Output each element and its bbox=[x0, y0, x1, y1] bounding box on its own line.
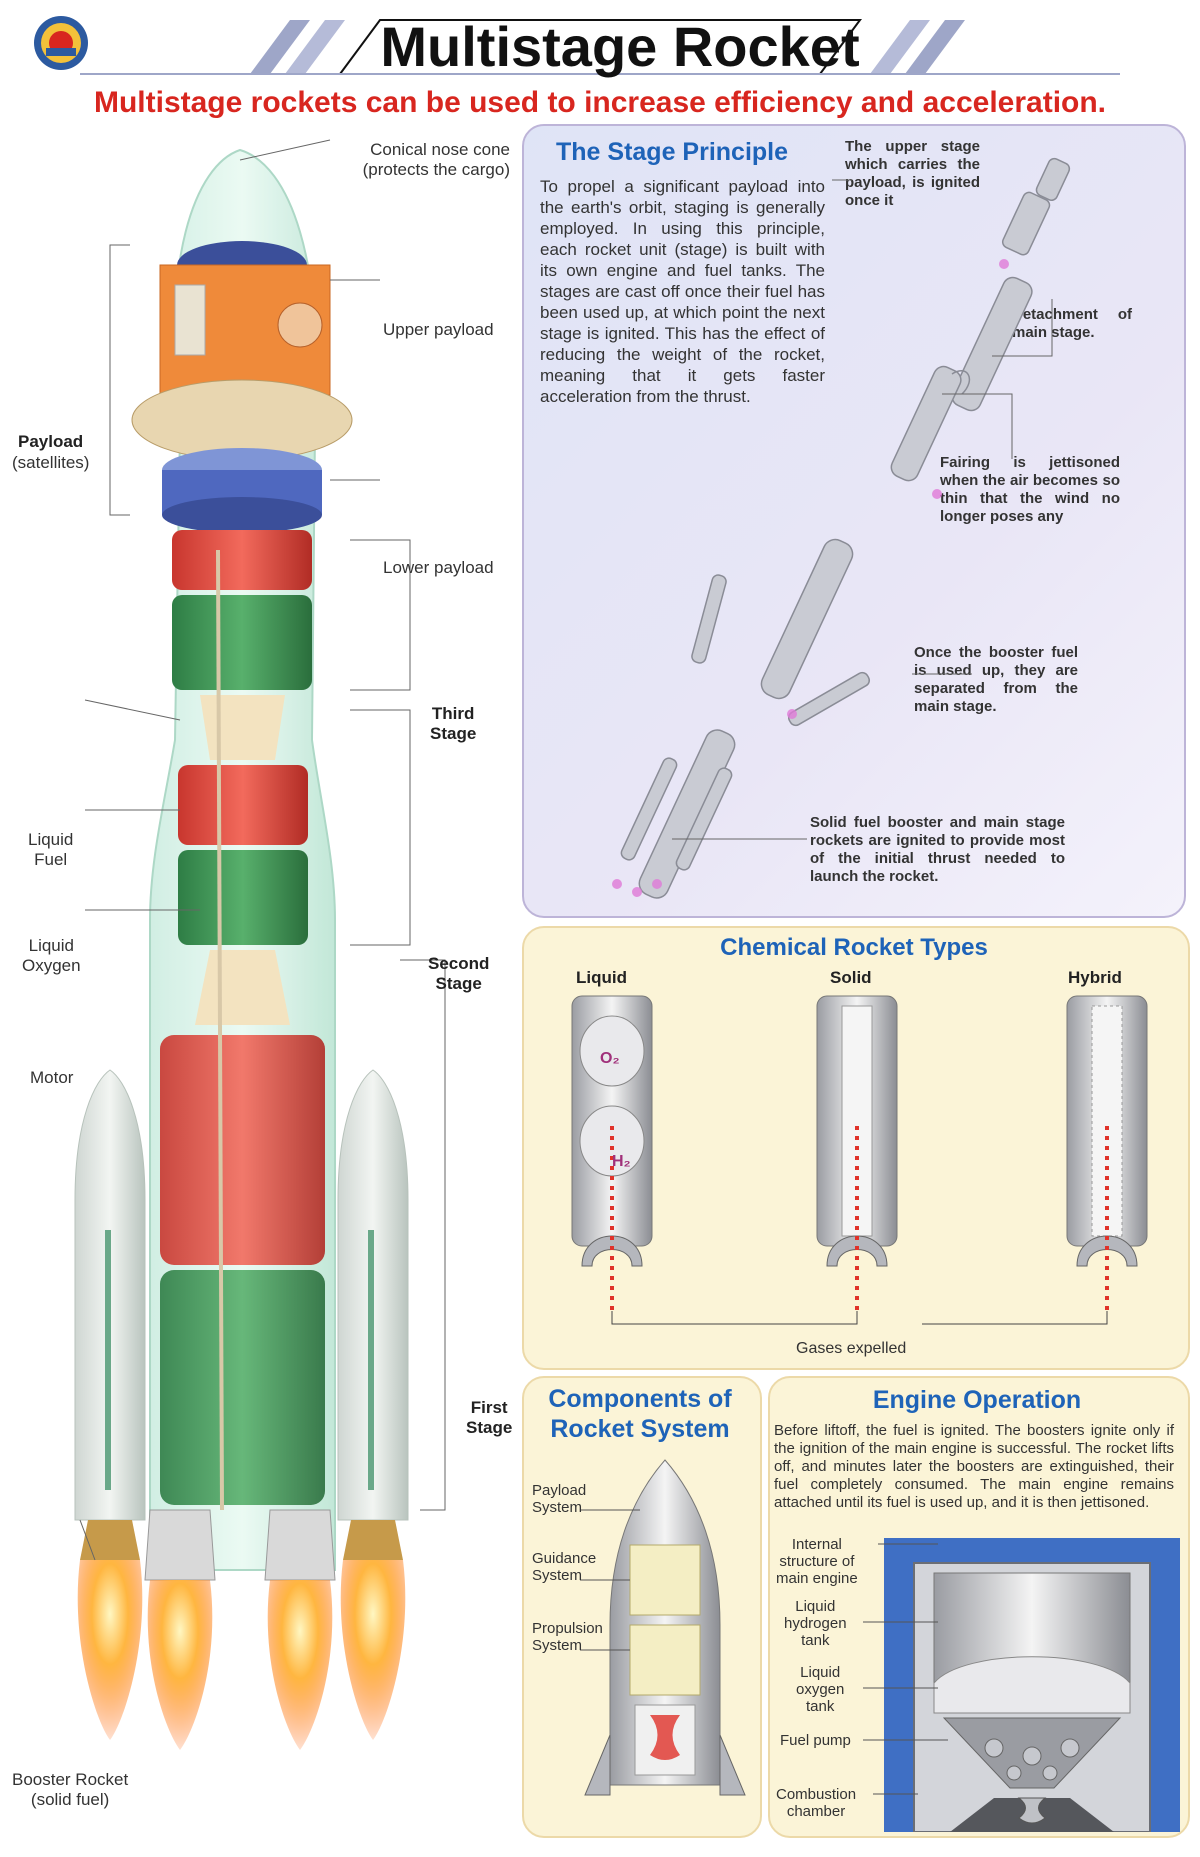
engine-title: Engine Operation bbox=[872, 1386, 1082, 1414]
note-solid-booster: Solid fuel booster and main stage rocket… bbox=[810, 814, 1065, 885]
label-third-stage: Third Stage bbox=[430, 704, 477, 743]
note-detachment: Detachment of main stage. bbox=[1012, 306, 1132, 341]
label-internal-structure: Internal structure of main engine bbox=[776, 1536, 858, 1587]
title-banner-decoration bbox=[80, 19, 1120, 75]
label-guidance-system: Guidance System bbox=[532, 1550, 597, 1584]
label-fuel-pump: Fuel pump bbox=[780, 1732, 851, 1749]
engine-body: Before liftoff, the fuel is ignited. The… bbox=[774, 1422, 1174, 1511]
stage-principle-body: To propel a significant payload into the… bbox=[540, 177, 825, 406]
label-lower-payload: Lower payload bbox=[383, 558, 494, 577]
note-upper-stage: The upper stage which carries the payloa… bbox=[845, 138, 980, 209]
label-booster: Booster Rocket (solid fuel) bbox=[12, 1770, 129, 1809]
label-first-stage: First Stage bbox=[466, 1398, 513, 1437]
components-title: Components of Rocket System bbox=[548, 1385, 732, 1443]
note-fairing: Fairing is jettisoned when the air becom… bbox=[940, 454, 1120, 525]
label-solid: Solid bbox=[830, 968, 872, 987]
rocket-types-title: Chemical Rocket Types bbox=[720, 934, 988, 961]
label-oxygen-tank: Liquid oxygen tank bbox=[796, 1664, 845, 1715]
logo bbox=[32, 14, 90, 72]
label-o2: O₂ bbox=[600, 1050, 620, 1067]
label-propulsion-system: Propulsion System bbox=[532, 1620, 603, 1654]
label-hybrid: Hybrid bbox=[1068, 968, 1122, 987]
rocket-types-illustration bbox=[571, 995, 1148, 1325]
label-gases-expelled: Gases expelled bbox=[796, 1340, 907, 1357]
label-nose-cone: Conical nose cone (protects the cargo) bbox=[362, 140, 510, 179]
engine-leader-lines bbox=[863, 1543, 948, 1795]
note-booster-separation: Once the booster fuel is used up, they a… bbox=[914, 644, 1078, 715]
stage-principle-panel bbox=[522, 124, 1186, 918]
label-hydrogen-tank: Liquid hydrogen tank bbox=[784, 1598, 847, 1649]
label-payload: Payload bbox=[18, 432, 84, 451]
page-subtitle: Multistage rockets can be used to increa… bbox=[93, 86, 1107, 119]
rocket-illustration bbox=[74, 139, 446, 1750]
page-title: Multistage Rocket bbox=[380, 15, 860, 78]
label-payload-system: Payload System bbox=[532, 1482, 587, 1516]
label-liquid: Liquid bbox=[576, 968, 627, 987]
label-second-stage: Second Stage bbox=[428, 954, 490, 993]
label-payload-sub: (satellites) bbox=[12, 453, 90, 472]
stage-principle-title: The Stage Principle bbox=[556, 138, 789, 166]
label-combustion-chamber: Combustion chamber bbox=[776, 1786, 857, 1820]
staging-sequence-illustration bbox=[612, 157, 1071, 899]
label-liquid-fuel: Liquid Fuel bbox=[28, 830, 74, 869]
label-upper-payload: Upper payload bbox=[383, 320, 494, 339]
engine-illustration bbox=[884, 1538, 1180, 1832]
label-liquid-oxygen: Liquid Oxygen bbox=[22, 936, 81, 975]
label-h2: H₂ bbox=[612, 1153, 631, 1170]
components-rocket-illustration bbox=[580, 1459, 746, 1796]
label-motor: Motor bbox=[30, 1068, 74, 1087]
